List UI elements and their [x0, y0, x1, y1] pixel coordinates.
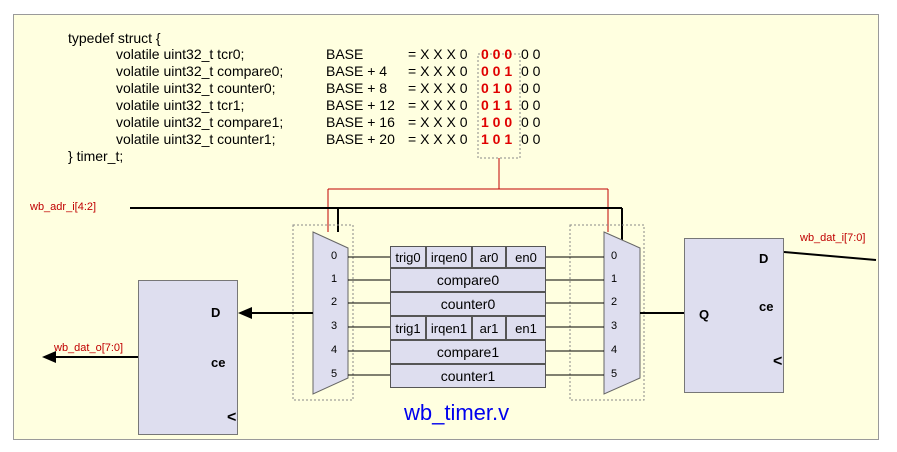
code-typedef-close: } timer_t; [68, 148, 124, 164]
left-mux-input-1: 1 [331, 273, 338, 285]
code-field-decl: volatile uint32_t compare0; [116, 63, 284, 79]
code-field-prefix: = X X X 0 [408, 80, 468, 96]
code-field-prefix: = X X X 0 [408, 114, 468, 130]
code-field-prefix: = X X X 0 [408, 46, 468, 62]
left-mux-input-5: 5 [331, 368, 338, 380]
code-field-addr: BASE + 16 [326, 114, 395, 130]
compare0-register: compare0 [390, 268, 546, 292]
left-ff-d-label: D [211, 305, 221, 320]
tcr1-irqen-field: irqen1 [426, 316, 472, 340]
code-field-bits: 0 0 0 [481, 46, 513, 62]
right-mux-input-0: 0 [611, 250, 618, 262]
code-field-suffix: 0 0 [521, 80, 541, 96]
code-field-addr: BASE + 4 [326, 63, 388, 79]
code-field-prefix: = X X X 0 [408, 131, 468, 147]
code-field-bits: 0 0 1 [481, 63, 513, 79]
code-field-suffix: 0 0 [521, 46, 541, 62]
right-mux-input-4: 4 [611, 344, 618, 356]
wb-dat-o-label: wb_dat_o[7:0] [54, 342, 124, 354]
wb-adr-label: wb_adr_i[4:2] [30, 201, 97, 213]
tcr1-trig-field: trig1 [390, 316, 426, 340]
left-ff-clock-icon: < [227, 409, 237, 426]
code-field-decl: volatile uint32_t compare1; [116, 114, 284, 130]
code-field-addr: BASE + 8 [326, 80, 388, 96]
left-mux-input-3: 3 [331, 320, 338, 332]
code-field-decl: volatile uint32_t tcr1; [116, 97, 245, 113]
code-field-prefix: = X X X 0 [408, 63, 468, 79]
right-ff-d-label: D [759, 251, 769, 266]
tcr0-irqen-field: irqen0 [426, 246, 472, 268]
code-field-decl: volatile uint32_t counter0; [116, 80, 276, 96]
code-field-suffix: 0 0 [521, 131, 541, 147]
bits-highlight-box [477, 53, 521, 159]
code-typedef-open: typedef struct { [68, 30, 161, 46]
code-field-addr: BASE [326, 46, 364, 62]
right-mux [603, 231, 641, 395]
diagram-caption: wb_timer.v [404, 400, 510, 425]
left-mux [312, 231, 349, 395]
tcr0-en-field: en0 [506, 246, 546, 268]
code-field-decl: volatile uint32_t tcr0; [116, 46, 245, 62]
code-field-suffix: 0 0 [521, 97, 541, 113]
left-flip-flop: D ce < [138, 280, 238, 435]
right-mux-input-1: 1 [611, 273, 618, 285]
code-field-decl: volatile uint32_t counter1; [116, 131, 276, 147]
code-field-suffix: 0 0 [521, 114, 541, 130]
code-field-suffix: 0 0 [521, 63, 541, 79]
left-mux-input-2: 2 [331, 296, 338, 308]
tcr0-ar-field: ar0 [472, 246, 506, 268]
right-mux-input-2: 2 [611, 296, 618, 308]
code-field-addr: BASE + 20 [326, 131, 395, 147]
code-field-bits: 0 1 1 [481, 97, 513, 113]
right-mux-input-5: 5 [611, 368, 618, 380]
code-field-bits: 0 1 0 [481, 80, 513, 96]
right-ff-ce-label: ce [759, 299, 774, 314]
code-field-prefix: = X X X 0 [408, 97, 468, 113]
right-ff-q-label: Q [699, 307, 710, 322]
left-mux-input-4: 4 [331, 344, 338, 356]
wb-dat-i-label: wb_dat_i[7:0] [800, 232, 866, 244]
left-ff-ce-label: ce [211, 355, 226, 370]
code-field-bits: 1 0 0 [481, 114, 513, 130]
code-field-bits: 1 0 1 [481, 131, 513, 147]
right-flip-flop: D ce Q < [684, 238, 784, 393]
left-mux-input-0: 0 [331, 250, 338, 262]
tcr1-ar-field: ar1 [472, 316, 506, 340]
right-mux-input-3: 3 [611, 320, 618, 332]
tcr1-en-field: en1 [506, 316, 546, 340]
right-ff-clock-icon: < [773, 353, 783, 370]
code-field-addr: BASE + 12 [326, 97, 395, 113]
tcr0-trig-field: trig0 [390, 246, 426, 268]
counter0-register: counter0 [390, 292, 546, 316]
compare1-register: compare1 [390, 340, 546, 364]
counter1-register: counter1 [390, 364, 546, 388]
